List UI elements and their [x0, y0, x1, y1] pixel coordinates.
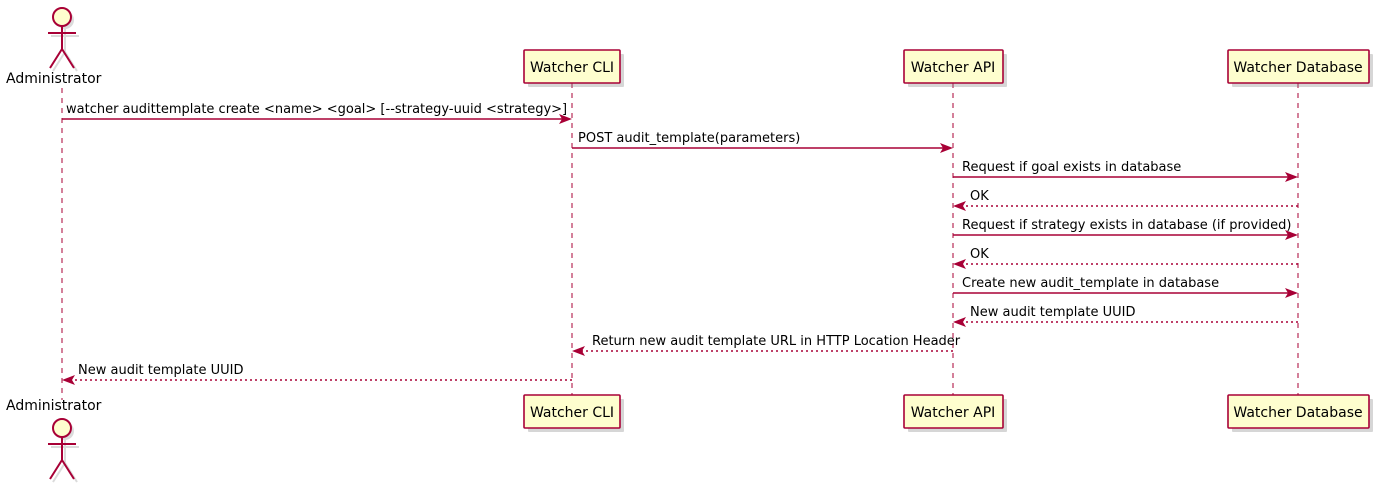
participant-box-watcher-cli-bottom[interactable]: Watcher CLI: [523, 394, 624, 432]
actor-administrator-top[interactable]: Administrator: [6, 7, 102, 87]
message-9-return-location-header[interactable]: Return new audit template URL in HTTP Lo…: [572, 334, 961, 356]
message-6-ok-strategy[interactable]: OK: [953, 247, 1298, 269]
arrow-head-right: [940, 143, 953, 153]
box-rect: [1227, 394, 1370, 429]
message-1-watcher-audittemplate-create[interactable]: watcher audittemplate create <name> <goa…: [62, 102, 572, 124]
participant-box-watcher-api-top[interactable]: Watcher API: [903, 49, 1007, 87]
participant-label-watcher-database-top: Watcher Database: [1233, 60, 1362, 76]
message-2-post-audit-template[interactable]: POST audit_template(parameters): [572, 131, 953, 153]
message-label-2: POST audit_template(parameters): [578, 131, 800, 146]
arrow-head-left: [953, 259, 966, 269]
message-5-request-strategy-exists[interactable]: Request if strategy exists in database (…: [953, 218, 1298, 240]
message-3-request-goal-exists[interactable]: Request if goal exists in database: [953, 160, 1298, 182]
actor-label-administrator-top: Administrator: [6, 71, 102, 87]
message-8-new-audit-template-uuid[interactable]: New audit template UUID: [953, 305, 1298, 327]
participant-box-watcher-api-bottom[interactable]: Watcher API: [903, 394, 1007, 432]
arrow-head-right: [1285, 172, 1298, 182]
actor-head-icon: [52, 7, 72, 27]
participant-label-watcher-api-top: Watcher API: [911, 60, 996, 76]
message-7-create-audit-template[interactable]: Create new audit_template in database: [953, 276, 1298, 298]
arrow-head-left: [62, 375, 75, 385]
participant-label-watcher-cli-top: Watcher CLI: [530, 60, 614, 76]
message-label-4: OK: [970, 189, 989, 204]
lifelines: [61, 83, 1299, 400]
message-label-1: watcher audittemplate create <name> <goa…: [66, 102, 567, 117]
message-label-3: Request if goal exists in database: [962, 160, 1181, 175]
participant-label-watcher-cli-bottom: Watcher CLI: [530, 405, 614, 421]
box-rect: [903, 394, 1004, 429]
actor-label-administrator-bottom: Administrator: [6, 398, 102, 414]
arrow-head-left: [953, 201, 966, 211]
arrow-head-right: [559, 114, 572, 124]
arrow-head-left: [572, 346, 585, 356]
participant-label-watcher-database-bottom: Watcher Database: [1233, 405, 1362, 421]
arrow-head-right: [1285, 288, 1298, 298]
actor-body-icon: [48, 437, 76, 480]
message-label-8: New audit template UUID: [970, 305, 1135, 320]
actor-administrator-bottom[interactable]: Administrator: [6, 398, 102, 483]
message-label-9: Return new audit template URL in HTTP Lo…: [592, 334, 961, 349]
message-10-new-audit-template-uuid-cli[interactable]: New audit template UUID: [62, 363, 572, 385]
box-rect: [1227, 49, 1370, 84]
participant-box-watcher-database-top[interactable]: Watcher Database: [1227, 49, 1373, 87]
message-label-7: Create new audit_template in database: [962, 276, 1219, 291]
actor-head-icon: [52, 418, 72, 438]
message-label-5: Request if strategy exists in database (…: [962, 218, 1291, 233]
message-4-ok-goal[interactable]: OK: [953, 189, 1298, 211]
participant-box-watcher-database-bottom[interactable]: Watcher Database: [1227, 394, 1373, 432]
arrow-head-left: [953, 317, 966, 327]
box-rect: [523, 394, 621, 429]
message-label-10: New audit template UUID: [78, 363, 243, 378]
arrow-head-right: [1285, 230, 1298, 240]
actor-body-icon: [48, 26, 76, 69]
participant-box-watcher-cli-top[interactable]: Watcher CLI: [523, 49, 624, 87]
participant-label-watcher-api-bottom: Watcher API: [911, 405, 996, 421]
box-rect: [903, 49, 1004, 84]
message-label-6: OK: [970, 247, 989, 262]
box-rect: [523, 49, 621, 84]
